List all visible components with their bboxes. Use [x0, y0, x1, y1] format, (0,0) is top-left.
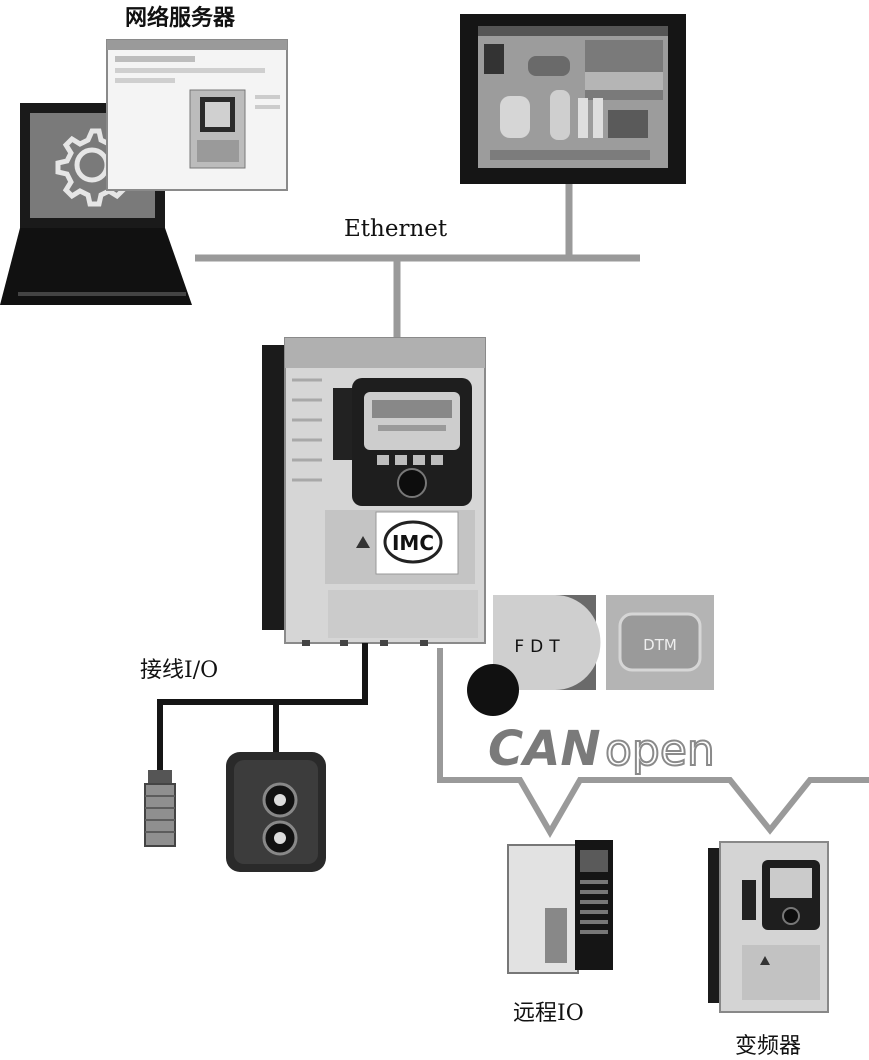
pushbutton-station	[226, 752, 326, 872]
web-server-window	[106, 39, 288, 191]
remote-io-label: 远程IO	[513, 1001, 584, 1026]
fdt-logo: FDT	[467, 595, 601, 716]
wired-io-cable	[157, 643, 368, 770]
proximity-sensor	[144, 770, 176, 847]
imc-logo-text: IMC	[392, 531, 434, 555]
canopen-bus	[437, 648, 869, 839]
hmi-panel	[460, 14, 686, 184]
canopen-logo-bold: CAN	[488, 721, 601, 777]
remote-io-module	[507, 840, 613, 974]
small-drive	[708, 841, 829, 1013]
ethernet-label: Ethernet	[344, 216, 448, 242]
web-server-label: 网络服务器	[125, 5, 236, 31]
canopen-logo: CAN open	[488, 721, 716, 777]
canopen-logo-light: open	[605, 725, 715, 776]
dtm-logo: DTM	[606, 595, 714, 690]
wired-io-label: 接线I/O	[140, 658, 219, 683]
drive-label: 变频器	[735, 1034, 802, 1059]
ethernet-bus	[195, 183, 640, 338]
fdt-logo-text: FDT	[514, 637, 565, 657]
dtm-logo-text: DTM	[643, 636, 677, 654]
imc-logo: IMC	[383, 520, 443, 564]
main-drive: IMC	[262, 337, 486, 646]
